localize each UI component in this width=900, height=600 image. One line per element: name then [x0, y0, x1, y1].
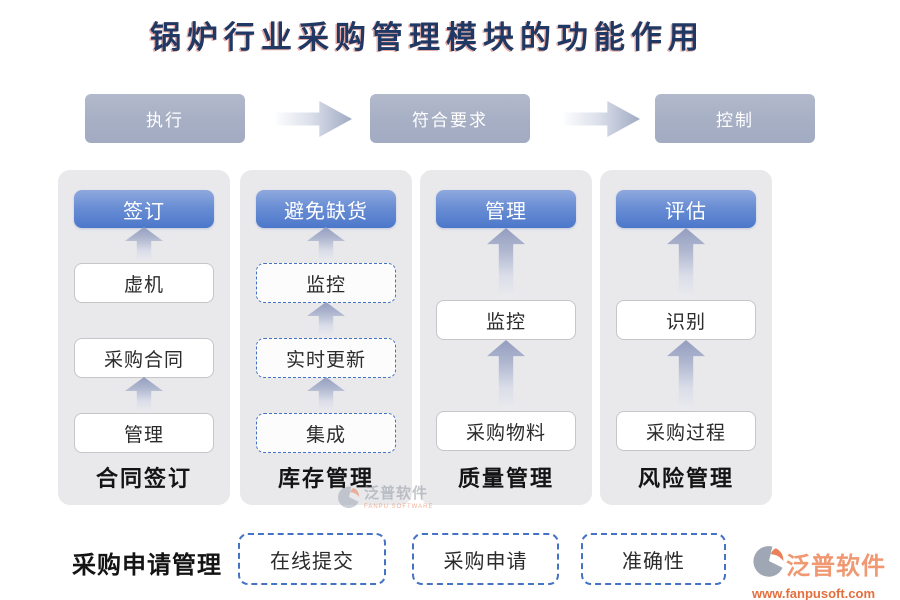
page-title: 锅炉行业采购管理模块的功能作用	[150, 20, 705, 55]
column-item-box: 采购合同	[74, 338, 214, 378]
column-header-badge: 管理	[436, 190, 576, 228]
bottom-item-box: 在线提交	[238, 533, 386, 585]
watermark-center: 泛普软件 FANPU SOFTWARE	[337, 485, 433, 514]
column-item-box: 集成	[256, 413, 396, 453]
column-footer-label: 库存管理	[277, 466, 374, 491]
column-item-box: 监控	[436, 300, 576, 340]
right-arrow-icon	[564, 101, 640, 137]
column-item-box: 采购物料	[436, 411, 576, 451]
column-item-box: 采购过程	[616, 411, 756, 451]
flow-step-comply: 符合要求	[370, 94, 530, 143]
watermark-brand-en: FANPU SOFTWARE	[364, 504, 434, 510]
column-header-badge: 避免缺货	[256, 190, 396, 228]
column-item-box: 虚机	[74, 263, 214, 303]
flow-step-control: 控制	[655, 94, 815, 143]
watermark-brand: 泛普软件	[786, 554, 886, 580]
bottom-item-box: 采购申请	[412, 533, 559, 585]
watermark-bottom-right: 泛普软件 www.fanpusoft.com	[752, 544, 886, 600]
watermark-brand: 泛普软件	[364, 486, 429, 502]
fanpu-logo-icon	[337, 485, 361, 514]
column-footer-label: 风险管理	[637, 466, 734, 491]
column-item-box: 管理	[74, 413, 214, 453]
column-item-box: 实时更新	[256, 338, 396, 378]
fanpu-logo-icon	[752, 544, 786, 583]
bottom-row-label: 采购申请管理	[72, 553, 222, 579]
column-footer-label: 质量管理	[457, 466, 554, 491]
right-arrow-icon	[276, 101, 352, 137]
bottom-item-box: 准确性	[581, 533, 726, 585]
watermark-url: www.fanpusoft.com	[752, 586, 876, 600]
column-header-badge: 评估	[616, 190, 756, 228]
column-item-box: 监控	[256, 263, 396, 303]
column-footer-label: 合同签订	[95, 466, 192, 491]
column-header-badge: 签订	[74, 190, 214, 228]
column-item-box: 识别	[616, 300, 756, 340]
flow-step-execute: 执行	[85, 94, 245, 143]
